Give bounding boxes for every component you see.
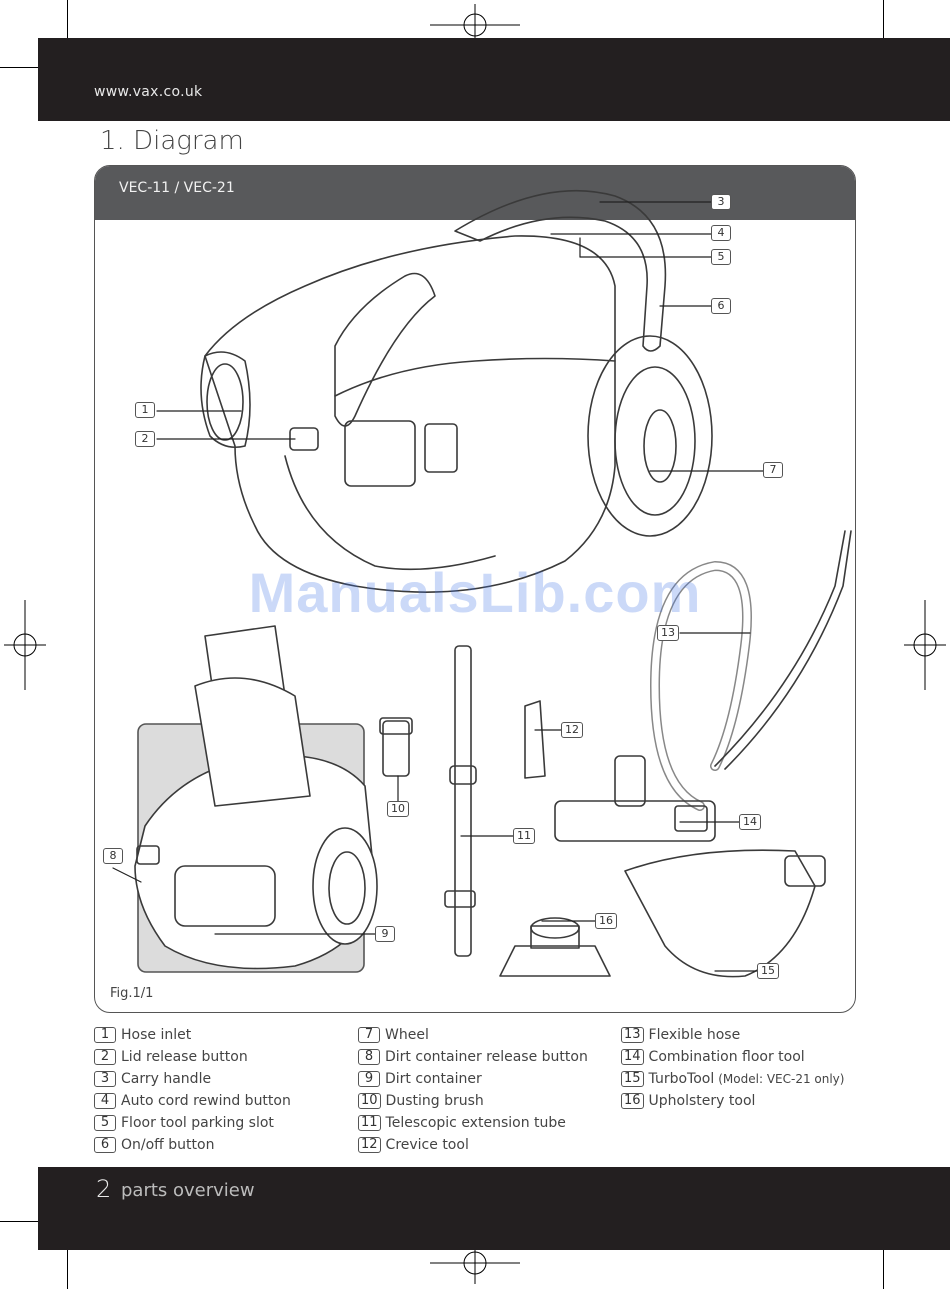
telescopic-tube [454,645,472,957]
legend-number: 7 [358,1027,380,1043]
callout-5: 5 [711,249,731,265]
callout-4: 4 [711,225,731,241]
legend-label: Crevice tool [385,1137,469,1153]
callout-15: 15 [757,963,779,979]
footer-section-title: parts overview [121,1180,255,1201]
legend-number: 6 [94,1137,116,1153]
crevice-tool [524,700,546,779]
legend-number: 1 [94,1027,116,1043]
legend-item: 2 Lid release button [94,1046,291,1068]
legend-note: (Model: VEC-21 only) [718,1072,845,1086]
callout-9: 9 [375,926,395,942]
crop-mark [883,1241,884,1289]
section-title: 1. Diagram [100,126,244,156]
callout-6: 6 [711,298,731,314]
diagram-panel: VEC-11 / VEC-21 [94,165,856,1013]
model-label: VEC-11 / VEC-21 [119,180,235,196]
legend-number: 16 [621,1093,644,1109]
callout-2: 2 [135,431,155,447]
callout-16: 16 [595,913,617,929]
legend-item: 1 Hose inlet [94,1024,291,1046]
callout-12: 12 [561,722,583,738]
crop-mark [883,0,884,48]
header-bar: www.vax.co.uk [38,38,950,121]
legend-item: 7 Wheel [358,1024,588,1046]
callout-11: 11 [513,828,535,844]
legend-column-1: 1 Hose inlet 2 Lid release button 3 Carry h… [94,1024,291,1156]
watermark: ManualsLib.com [248,561,702,624]
legend-number: 11 [358,1115,381,1131]
legend-label: Flexible hose [648,1027,741,1043]
hose-inlet-part [200,351,251,449]
legend-number: 2 [94,1049,116,1065]
page-number: 2 [96,1175,112,1203]
legend-label: Combination floor tool [648,1049,805,1065]
legend-label: Carry handle [121,1071,212,1087]
legend-number: 10 [358,1093,381,1109]
callout-13: 13 [657,625,679,641]
legend-number: 8 [358,1049,380,1065]
callout-3: 3 [711,194,731,210]
legend-label: Dirt container release button [385,1049,588,1065]
callout-1: 1 [135,402,155,418]
legend-number: 5 [94,1115,116,1131]
legend-item: 8 Dirt container release button [358,1046,588,1068]
legend-number: 13 [621,1027,644,1043]
carry-handle [454,189,667,352]
crop-mark [0,67,48,68]
legend-label: TurboTool [648,1071,715,1087]
legend-label: Telescopic extension tube [385,1115,566,1131]
legend-label: On/off button [121,1137,215,1153]
legend-number: 15 [621,1071,644,1087]
callout-14: 14 [739,814,761,830]
legend-label: Wheel [385,1027,429,1043]
legend-label: Dusting brush [385,1093,484,1109]
crop-mark [67,1241,68,1289]
upholstery-tool [499,945,611,977]
legend-label: Floor tool parking slot [121,1115,274,1131]
callout-10: 10 [387,801,409,817]
legend-item: 6 On/off button [94,1134,291,1156]
dusting-brush [382,720,410,777]
legend-item: 4 Auto cord rewind button [94,1090,291,1112]
callout-8: 8 [103,848,123,864]
website-url: www.vax.co.uk [94,84,203,100]
legend-label: Auto cord rewind button [121,1093,291,1109]
legend-label: Lid release button [121,1049,248,1065]
legend-label: Hose inlet [121,1027,192,1043]
legend-item: 9 Dirt container [358,1068,588,1090]
legend-number: 4 [94,1093,116,1109]
crop-mark [67,0,68,48]
diagram-header-band: VEC-11 / VEC-21 [95,166,855,220]
crop-mark [0,1221,48,1222]
turbo-tool [624,849,816,978]
legend-item: 3 Carry handle [94,1068,291,1090]
legend-item: 5 Floor tool parking slot [94,1112,291,1134]
combination-floor-tool [554,800,716,842]
wheel-part [587,335,713,537]
legend-label: Dirt container [385,1071,482,1087]
legend-number: 14 [621,1049,644,1065]
legend-number: 12 [358,1137,381,1153]
legend-number: 3 [94,1071,116,1087]
vacuum-illustration [112,189,852,978]
legend-label: Upholstery tool [648,1093,756,1109]
vacuum-body [204,235,616,593]
figure-label: Fig.1/1 [110,986,154,1001]
callout-7: 7 [763,462,783,478]
footer-bar [38,1167,950,1250]
legend-number: 9 [358,1071,380,1087]
